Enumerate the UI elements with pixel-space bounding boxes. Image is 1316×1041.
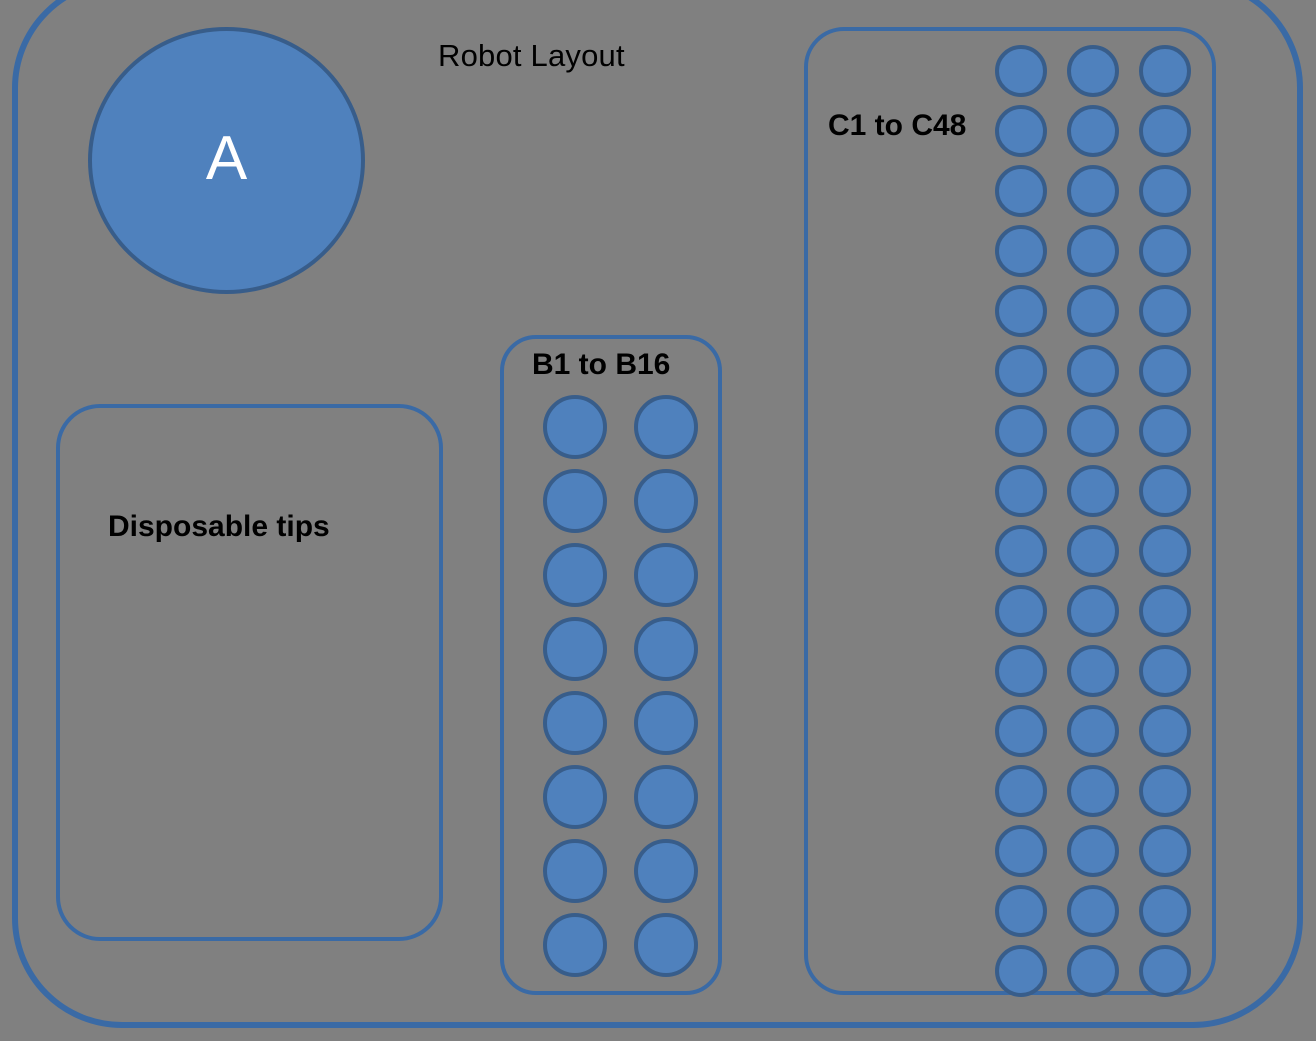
well-C3[interactable] bbox=[1139, 45, 1191, 97]
well-C48[interactable] bbox=[1139, 945, 1191, 997]
well-C25[interactable] bbox=[995, 525, 1047, 577]
well-C31[interactable] bbox=[995, 645, 1047, 697]
well-C26[interactable] bbox=[1067, 525, 1119, 577]
well-B8[interactable] bbox=[634, 617, 698, 681]
reservoir-a-label: A bbox=[205, 123, 248, 193]
well-C45[interactable] bbox=[1139, 885, 1191, 937]
well-C33[interactable] bbox=[1139, 645, 1191, 697]
well-C32[interactable] bbox=[1067, 645, 1119, 697]
reservoir-a[interactable]: A bbox=[88, 27, 365, 294]
well-C21[interactable] bbox=[1139, 405, 1191, 457]
rack-b[interactable]: B1 to B16 bbox=[500, 335, 722, 995]
well-B12[interactable] bbox=[634, 765, 698, 829]
well-C9[interactable] bbox=[1139, 165, 1191, 217]
well-C14[interactable] bbox=[1067, 285, 1119, 337]
well-C42[interactable] bbox=[1139, 825, 1191, 877]
well-C4[interactable] bbox=[995, 105, 1047, 157]
well-C15[interactable] bbox=[1139, 285, 1191, 337]
well-C12[interactable] bbox=[1139, 225, 1191, 277]
well-B16[interactable] bbox=[634, 913, 698, 977]
well-C11[interactable] bbox=[1067, 225, 1119, 277]
well-C38[interactable] bbox=[1067, 765, 1119, 817]
well-C1[interactable] bbox=[995, 45, 1047, 97]
well-C41[interactable] bbox=[1067, 825, 1119, 877]
well-B11[interactable] bbox=[543, 765, 607, 829]
well-B6[interactable] bbox=[634, 543, 698, 607]
well-B5[interactable] bbox=[543, 543, 607, 607]
well-C8[interactable] bbox=[1067, 165, 1119, 217]
well-C37[interactable] bbox=[995, 765, 1047, 817]
well-B15[interactable] bbox=[543, 913, 607, 977]
well-C10[interactable] bbox=[995, 225, 1047, 277]
well-C44[interactable] bbox=[1067, 885, 1119, 937]
well-C22[interactable] bbox=[995, 465, 1047, 517]
well-C19[interactable] bbox=[995, 405, 1047, 457]
disposable-tips-label: Disposable tips bbox=[108, 510, 330, 543]
rack-b-label: B1 to B16 bbox=[532, 348, 671, 381]
well-C2[interactable] bbox=[1067, 45, 1119, 97]
well-C29[interactable] bbox=[1067, 585, 1119, 637]
well-B4[interactable] bbox=[634, 469, 698, 533]
well-C34[interactable] bbox=[995, 705, 1047, 757]
well-C23[interactable] bbox=[1067, 465, 1119, 517]
well-B10[interactable] bbox=[634, 691, 698, 755]
well-B1[interactable] bbox=[543, 395, 607, 459]
well-B14[interactable] bbox=[634, 839, 698, 903]
well-C35[interactable] bbox=[1067, 705, 1119, 757]
well-C40[interactable] bbox=[995, 825, 1047, 877]
well-C39[interactable] bbox=[1139, 765, 1191, 817]
well-C46[interactable] bbox=[995, 945, 1047, 997]
well-C7[interactable] bbox=[995, 165, 1047, 217]
well-C16[interactable] bbox=[995, 345, 1047, 397]
well-C24[interactable] bbox=[1139, 465, 1191, 517]
page-title: Robot Layout bbox=[438, 38, 625, 73]
well-C20[interactable] bbox=[1067, 405, 1119, 457]
rack-c[interactable]: C1 to C48 bbox=[804, 27, 1216, 997]
well-B7[interactable] bbox=[543, 617, 607, 681]
well-B2[interactable] bbox=[634, 395, 698, 459]
well-C43[interactable] bbox=[995, 885, 1047, 937]
well-B13[interactable] bbox=[543, 839, 607, 903]
well-C28[interactable] bbox=[995, 585, 1047, 637]
well-C17[interactable] bbox=[1067, 345, 1119, 397]
well-B3[interactable] bbox=[543, 469, 607, 533]
well-C18[interactable] bbox=[1139, 345, 1191, 397]
well-C6[interactable] bbox=[1139, 105, 1191, 157]
well-C27[interactable] bbox=[1139, 525, 1191, 577]
well-C30[interactable] bbox=[1139, 585, 1191, 637]
rack-c-label: C1 to C48 bbox=[828, 109, 967, 142]
deck-outline bbox=[12, 0, 1303, 1028]
well-B9[interactable] bbox=[543, 691, 607, 755]
well-C13[interactable] bbox=[995, 285, 1047, 337]
well-C47[interactable] bbox=[1067, 945, 1119, 997]
well-C5[interactable] bbox=[1067, 105, 1119, 157]
disposable-tips-box[interactable]: Disposable tips bbox=[56, 404, 443, 941]
well-C36[interactable] bbox=[1139, 705, 1191, 757]
